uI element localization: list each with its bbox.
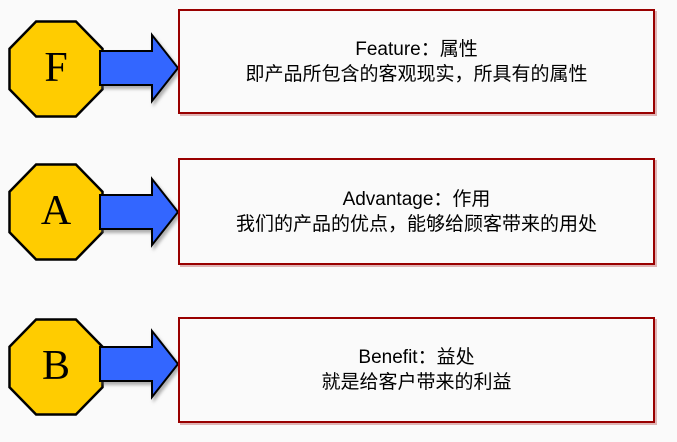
octagon-shape xyxy=(8,163,104,261)
definition-title: Advantage：作用 xyxy=(342,188,491,210)
octagon-badge-benefit: B xyxy=(8,318,104,416)
octagon-shape xyxy=(8,20,104,118)
definition-description: 就是给客户带来的利益 xyxy=(321,372,512,393)
definition-description: 我们的产品的优点，能够给顾客带来的用处 xyxy=(235,213,597,235)
definition-title: Feature：属性 xyxy=(355,38,478,60)
right-arrow-icon xyxy=(99,328,181,404)
definition-title: Benefit：益处 xyxy=(358,347,475,368)
definition-description: 即产品所包含的客观现实，所具有的属性 xyxy=(245,63,588,85)
octagon-badge-advantage: A xyxy=(8,163,104,261)
octagon-letter: F xyxy=(44,45,68,91)
definition-box-feature: Feature：属性 即产品所包含的客观现实，所具有的属性 xyxy=(178,9,655,114)
octagon-badge-feature: F xyxy=(8,20,104,118)
definition-box-advantage: Advantage：作用 我们的产品的优点，能够给顾客带来的用处 xyxy=(178,158,655,265)
right-arrow-icon xyxy=(99,32,181,108)
right-arrow-icon xyxy=(99,176,181,252)
octagon-letter: B xyxy=(41,343,70,389)
definition-box-benefit: Benefit：益处 就是给客户带来的利益 xyxy=(178,317,655,423)
octagon-letter: A xyxy=(40,188,72,234)
octagon-shape xyxy=(8,318,104,416)
